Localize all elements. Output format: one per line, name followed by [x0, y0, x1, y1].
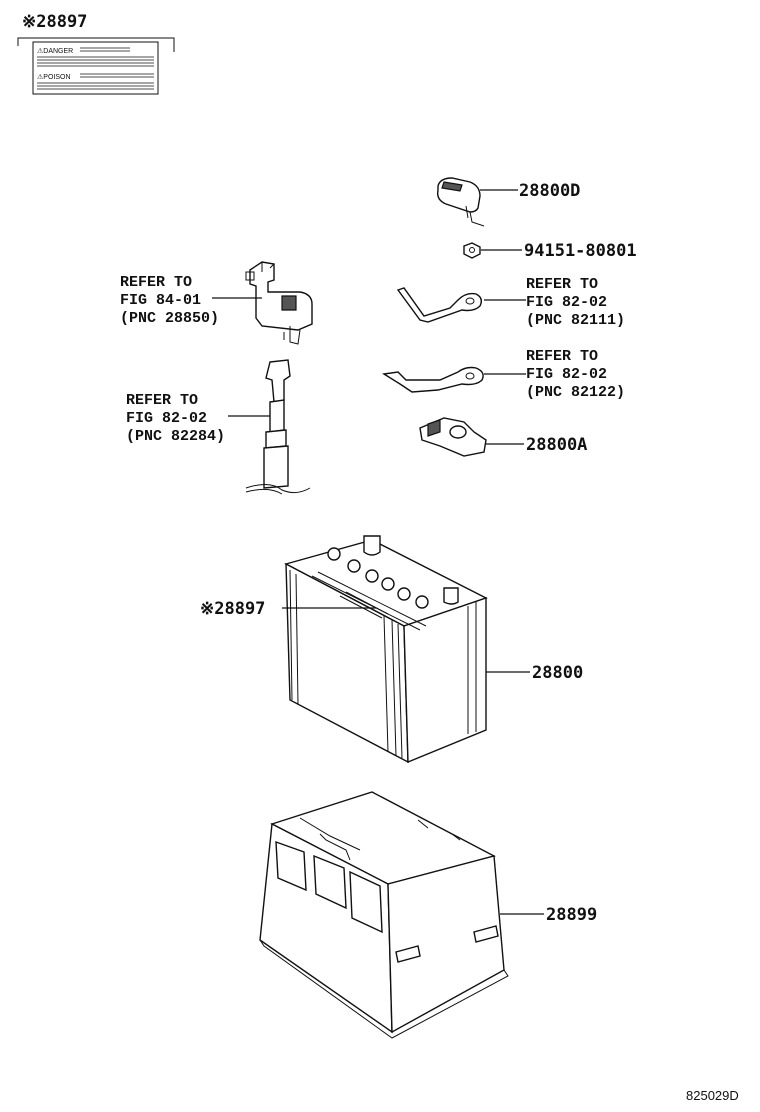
part-label-28899[interactable]: 28899 [546, 905, 597, 925]
svg-text:FIG 82-02: FIG 82-02 [526, 294, 607, 311]
svg-text:(PNC 82122): (PNC 82122) [526, 384, 625, 401]
svg-text:FIG 82-02: FIG 82-02 [126, 410, 207, 427]
danger-text: ⚠DANGER [37, 47, 73, 55]
diagram-code: 825029D [686, 1088, 739, 1103]
label-header-28897[interactable]: ※28897 [22, 12, 87, 32]
svg-text:(PNC 82111): (PNC 82111) [526, 312, 625, 329]
sensor-bracket-28850[interactable] [245, 261, 313, 345]
ref-fig82-02-c[interactable]: REFER TO FIG 82-02 (PNC 82284) [126, 392, 225, 445]
terminal-cover-28800D[interactable] [436, 177, 485, 227]
warning-label-callout: ※28897 ⚠DANGER ⚠POISON [17, 12, 175, 95]
poison-text: ⚠POISON [37, 73, 71, 81]
cable-82111[interactable] [396, 287, 483, 323]
part-label-94151-80801[interactable]: 94151-80801 [524, 241, 637, 261]
svg-text:REFER TO: REFER TO [526, 276, 598, 293]
terminal-clamp-28800A[interactable] [419, 417, 487, 457]
svg-text:FIG 82-02: FIG 82-02 [526, 366, 607, 383]
ref-fig84-01[interactable]: REFER TO FIG 84-01 (PNC 28850) [120, 274, 219, 327]
svg-text:REFER TO: REFER TO [120, 274, 192, 291]
ref-fig82-02-a[interactable]: REFER TO FIG 82-02 (PNC 82111) [526, 276, 625, 329]
svg-text:(PNC 82284): (PNC 82284) [126, 428, 225, 445]
negative-post [443, 587, 459, 605]
svg-text:REFER TO: REFER TO [526, 348, 598, 365]
nut-94151-80801[interactable] [463, 242, 481, 259]
tray-tab-right [473, 925, 499, 943]
poison-lines [37, 73, 154, 90]
svg-text:REFER TO: REFER TO [126, 392, 198, 409]
warning-label-sticker[interactable] [32, 41, 159, 95]
danger-lines [37, 47, 154, 67]
part-label-28800[interactable]: 28800 [532, 663, 583, 683]
part-label-28800A[interactable]: 28800A [526, 435, 587, 455]
cable-82122[interactable] [382, 366, 484, 393]
svg-text:FIG 84-01: FIG 84-01 [120, 292, 201, 309]
battery-tray-28899[interactable] [259, 791, 509, 1039]
positive-post [363, 535, 381, 556]
part-label-28897[interactable]: ※28897 [200, 599, 265, 619]
label-bracket [17, 37, 175, 52]
svg-text:(PNC 28850): (PNC 28850) [120, 310, 219, 327]
battery-28800[interactable] [284, 535, 488, 764]
cell-caps [327, 547, 429, 609]
ref-fig82-02-b[interactable]: REFER TO FIG 82-02 (PNC 82122) [526, 348, 625, 401]
part-label-28800D[interactable]: 28800D [519, 181, 580, 201]
tray-tab-front [395, 945, 421, 963]
cable-82284[interactable] [245, 359, 311, 495]
